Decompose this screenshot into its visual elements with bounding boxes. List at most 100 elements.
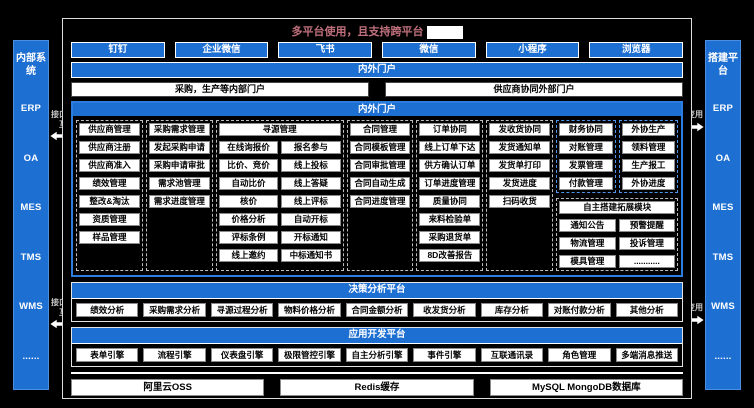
group-items: 在线询报价比价、竞价自动比价核价价格分析评标条例线上邀约 xyxy=(218,141,279,262)
main-panel: 多平台使用，且支持跨平台 钉钉企业微信飞书微信小程序浏览器 内外门户 采购，生产… xyxy=(62,18,692,399)
channel-row: 钉钉企业微信飞书微信小程序浏览器 xyxy=(71,42,684,58)
module-item: 需求池管理 xyxy=(148,177,210,190)
module-item: 物流管理 xyxy=(559,237,616,250)
module-item: 线上评标 xyxy=(281,195,341,208)
module-item: 合同审批管理 xyxy=(349,159,411,172)
module-item: 资质管理 xyxy=(79,213,140,226)
module-item: 线上答疑 xyxy=(281,177,341,190)
group-header: 发收货协同 xyxy=(489,123,551,136)
group-items: 供应商注册供应商准入绩效管理整改&淘汰资质管理样品管理 xyxy=(79,141,140,268)
module-item: 合同自动生成 xyxy=(349,177,411,190)
module-item: 扫码收货 xyxy=(489,195,551,208)
module-item: 开标通知 xyxy=(281,231,341,244)
dev-item: 多端消息推送 xyxy=(615,348,678,362)
module-item: 线上投标 xyxy=(281,159,341,172)
dev-item: 角色管理 xyxy=(548,348,611,362)
left-sidebar-title: 内部系统 xyxy=(16,53,46,77)
sidebar-item: WMS xyxy=(19,301,43,313)
module-item: 外协进度 xyxy=(621,177,676,190)
diagram-title: 多平台使用，且支持跨平台 xyxy=(71,24,683,40)
module-item: 供应商注册 xyxy=(79,141,140,154)
module-item: 合同进度管理 xyxy=(349,195,411,208)
module-group-supplier: 供应商管理 供应商注册供应商准入绩效管理整改&淘汰资质管理样品管理 xyxy=(76,120,143,271)
dev-item: 自主分析引擎 xyxy=(345,348,409,362)
module-item: 评标条例 xyxy=(218,231,279,244)
module-item: 需求进度管理 xyxy=(148,195,210,208)
group-header: 采购需求管理 xyxy=(148,123,210,136)
group-header: 外协生产 xyxy=(621,123,676,136)
module-group-contract: 合同管理 合同模板管理合同审批管理合同自动生成合同进度管理 xyxy=(346,120,414,271)
right-sidebar-title: 搭建平台 xyxy=(708,53,738,77)
module-item: 中标通知书 xyxy=(281,249,341,262)
module-item: 订单进度管理 xyxy=(419,177,481,190)
analysis-item: 合同金额分析 xyxy=(345,303,409,317)
infrastructure-item: Redis缓存 xyxy=(280,379,474,396)
channel-button: 钉钉 xyxy=(71,42,165,58)
module-group-outsourcing: 外协生产 领料管理生产报工外协进度 xyxy=(618,120,679,193)
module-item: 采购退货单 xyxy=(419,231,481,244)
sidebar-item: ...... xyxy=(22,350,40,362)
sidebar-item: ...... xyxy=(714,350,732,362)
dev-section-header: 应用开发平台 xyxy=(72,328,682,344)
group-items: 对账管理发票管理付款管理 xyxy=(559,141,613,190)
analysis-item: 物料价格分析 xyxy=(278,303,341,317)
module-item: 在线询报价 xyxy=(218,141,279,154)
channel-button: 浏览器 xyxy=(589,42,684,58)
module-grid: 供应商管理 供应商注册供应商准入绩效管理整改&淘汰资质管理样品管理 采购需求管理… xyxy=(73,116,681,275)
module-item: 整改&淘汰 xyxy=(79,195,140,208)
sidebar-item: MES xyxy=(712,202,734,214)
module-item: 发货通知单 xyxy=(489,141,551,154)
sourcing-columns: 在线询报价比价、竞价自动比价核价价格分析评标条例线上邀约 报名参与线上投标线上答… xyxy=(218,141,341,262)
module-group-sourcing: 寻源管理 在线询报价比价、竞价自动比价核价价格分析评标条例线上邀约 报名参与线上… xyxy=(215,120,344,271)
title-redaction-box xyxy=(426,25,463,39)
finance-outsourcing-row: 财务协同 对账管理发票管理付款管理 外协生产 领料管理生产报工外协进度 xyxy=(556,120,679,193)
group-items: 发货通知单发货单打印发货进度扫码收货 xyxy=(489,141,551,268)
dev-section: 应用开发平台 表单引擎流程引擎仪表盘引擎极限管控引擎自主分析引擎事件引擎互联通讯… xyxy=(71,327,683,367)
group-items: 发起采购申请采购申请审批需求池管理需求进度管理 xyxy=(148,141,210,268)
module-section: 内外门户 供应商管理 供应商注册供应商准入绩效管理整改&淘汰资质管理样品管理 采… xyxy=(71,101,683,277)
module-item: 采购申请审批 xyxy=(148,159,210,172)
module-item: 来料检验单 xyxy=(419,213,481,226)
group-header: 寻源管理 xyxy=(218,123,341,136)
group-header: 财务协同 xyxy=(559,123,613,136)
infrastructure-item: 阿里云OSS xyxy=(71,379,265,396)
module-item: 报名参与 xyxy=(281,141,341,154)
sidebar-item: TMS xyxy=(712,251,734,263)
infrastructure-item: MySQL MongoDB数据库 xyxy=(489,379,683,396)
module-section-header: 内外门户 xyxy=(73,103,681,116)
sidebar-item: MES xyxy=(20,202,42,214)
module-group-demand: 采购需求管理 发起采购申请采购申请审批需求池管理需求进度管理 xyxy=(145,120,213,271)
module-group-shipping: 发收货协同 发货通知单发货单打印发货进度扫码收货 xyxy=(486,120,554,271)
module-group-custom-extension: 自主搭建拓展模块 通知公告物流管理模具管理 预警提醒投诉管理..........… xyxy=(556,198,679,271)
channel-button: 企业微信 xyxy=(174,42,269,58)
channel-button: 微信 xyxy=(382,42,476,58)
analysis-item: 绩效分析 xyxy=(76,303,139,317)
module-item: 质量协同 xyxy=(419,195,481,208)
sidebar-item: OA xyxy=(715,152,731,164)
dev-item: 仪表盘引擎 xyxy=(210,348,274,362)
module-item: 模具管理 xyxy=(559,255,616,268)
module-item: 自动比价 xyxy=(218,177,279,190)
module-item: 对账管理 xyxy=(559,141,613,154)
dev-item: 流程引擎 xyxy=(143,348,206,362)
module-item: ........... xyxy=(618,255,676,268)
channel-button: 飞书 xyxy=(278,42,373,58)
module-item: 投诉管理 xyxy=(618,237,676,250)
group-items: 报名参与线上投标线上答疑线上评标自动开标开标通知中标通知书 xyxy=(281,141,341,262)
group-items: 领料管理生产报工外协进度 xyxy=(621,141,676,190)
sidebar-item: OA xyxy=(23,152,39,164)
module-item: 发货单打印 xyxy=(489,159,551,172)
module-item: 绩效管理 xyxy=(79,177,140,190)
module-group-finance: 财务协同 对账管理发票管理付款管理 xyxy=(556,120,616,193)
dev-item: 互联通讯录 xyxy=(480,348,544,362)
module-item: 发货进度 xyxy=(489,177,551,190)
module-item: 发起采购申请 xyxy=(148,141,210,154)
redacted-platform-bar xyxy=(71,372,683,374)
group-items: 预警提醒投诉管理........... xyxy=(618,219,676,268)
module-column-finance-outsourcing: 财务协同 对账管理发票管理付款管理 外协生产 领料管理生产报工外协进度 xyxy=(556,120,679,271)
group-items: 通知公告物流管理模具管理 xyxy=(559,219,616,268)
